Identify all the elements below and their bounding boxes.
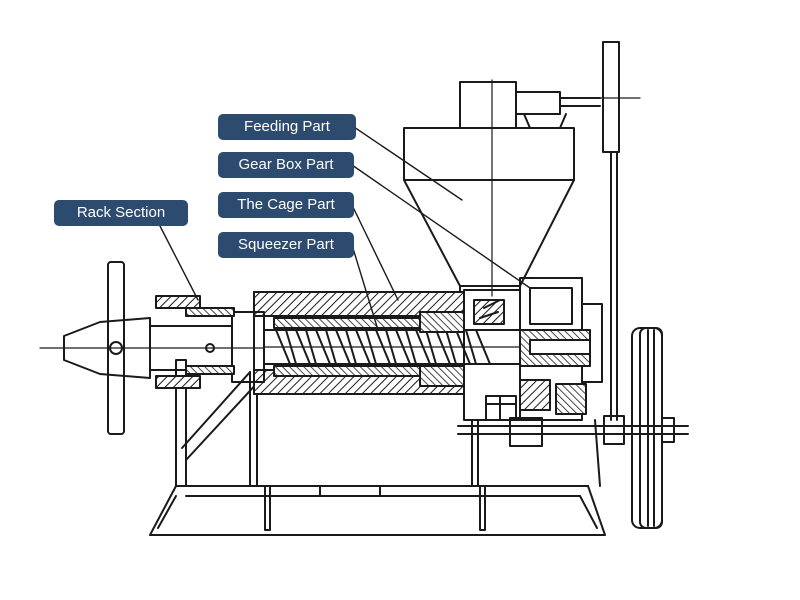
label-gear-box-part: Gear Box Part	[218, 152, 354, 178]
label-squeezer-part: Squeezer Part	[218, 232, 354, 258]
pulley-wheel	[631, 327, 663, 529]
leader-lines	[159, 126, 531, 331]
rack-handwheel	[39, 261, 265, 435]
lower-drive-shaft	[457, 415, 689, 445]
squeeze-screw	[263, 329, 521, 365]
gear-box	[419, 277, 603, 447]
hopper	[403, 79, 575, 297]
right-rod	[602, 41, 620, 421]
label-cage-part: The Cage Part	[218, 192, 354, 218]
base-frame	[149, 359, 606, 536]
top-motor	[459, 81, 641, 129]
label-rack-section: Rack Section	[54, 200, 188, 226]
label-feeding-part: Feeding Part	[218, 114, 356, 140]
